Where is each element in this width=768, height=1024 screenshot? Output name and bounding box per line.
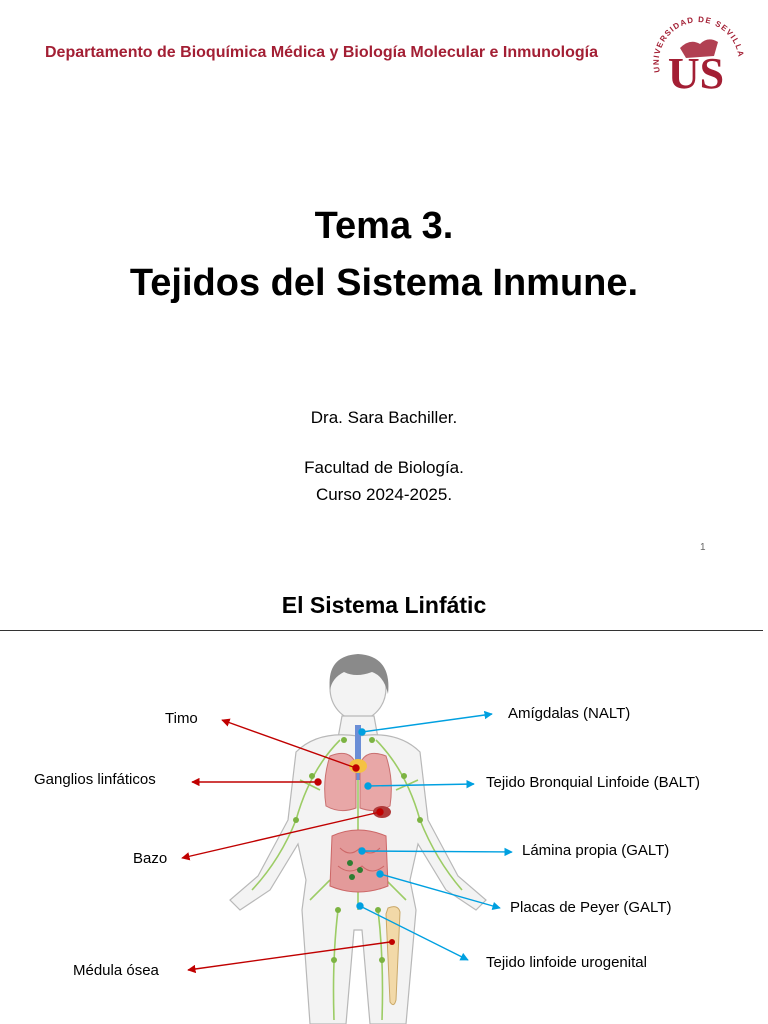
label-urogenital: Tejido linfoide urogenital xyxy=(486,954,647,971)
arrow-medula xyxy=(187,941,391,974)
lymphatic-system-slide: El Sistema Linfátic xyxy=(0,580,768,1024)
author-name: Dra. Sara Bachiller. xyxy=(310,408,458,427)
hair xyxy=(329,654,389,694)
label-amigdalas: Amígdalas (NALT) xyxy=(508,705,631,722)
arrow-bazo xyxy=(181,811,381,861)
course-year: Curso 2024-2025. xyxy=(315,485,453,504)
arrow-peyer xyxy=(379,873,501,910)
label-bazo: Bazo xyxy=(133,850,168,867)
intestines xyxy=(329,829,389,893)
label-medula: Médula ósea xyxy=(73,962,159,979)
faculty-name: Facultad de Biología. xyxy=(304,458,464,477)
department-header: Departamento de Bioquímica Médica y Biol… xyxy=(45,44,598,61)
secondary-arrows xyxy=(356,710,513,961)
femur-bone xyxy=(385,906,401,1006)
primary-arrows xyxy=(181,718,391,974)
slide-title-line1: Tema 3. xyxy=(314,205,454,247)
university-logo: UNIVERSIDAD DE SEVILLA US xyxy=(652,15,745,98)
peyer-patches xyxy=(347,860,363,880)
page-number: 1 xyxy=(700,542,706,553)
title-divider xyxy=(0,630,763,631)
arrow-balt xyxy=(367,779,475,789)
arrow-urogenital xyxy=(359,905,469,961)
label-peyer: Placas de Peyer (GALT) xyxy=(510,899,672,916)
slide2-title: El Sistema Linfátic xyxy=(281,592,487,618)
label-lamina: Lámina propia (GALT) xyxy=(522,842,670,859)
arrow-lamina xyxy=(361,847,513,857)
bone-marrow-dot xyxy=(389,939,395,945)
slide-title-line2: Tejidos del Sistema Inmune. xyxy=(129,262,639,304)
body-diagram xyxy=(181,654,513,1024)
lymph-nodes xyxy=(293,737,423,963)
label-ganglios: Ganglios linfáticos xyxy=(34,771,156,788)
arrow-amigdalas xyxy=(361,710,493,733)
arrow-timo xyxy=(221,718,357,769)
title-slide: Departamento de Bioquímica Médica y Biol… xyxy=(45,15,745,553)
label-timo: Timo xyxy=(165,710,198,727)
label-balt: Tejido Bronquial Linfoide (BALT) xyxy=(486,774,701,791)
